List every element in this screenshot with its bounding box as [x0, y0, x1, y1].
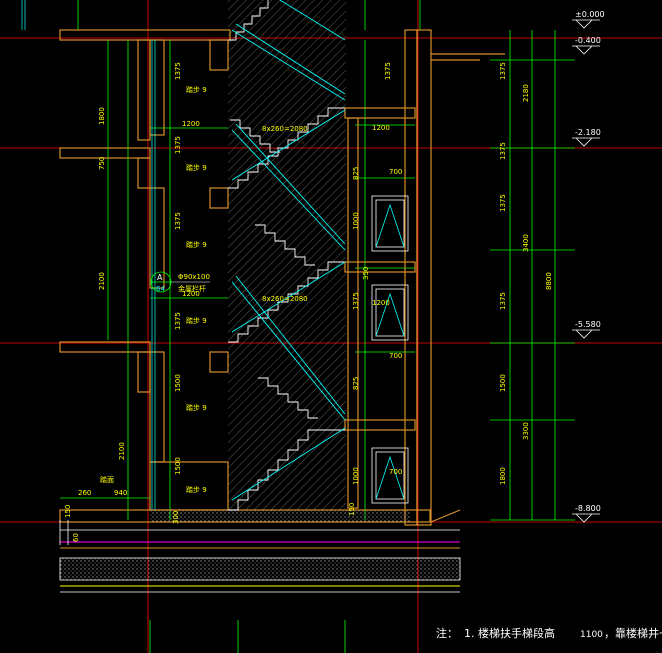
bottom-dim-5: 60: [72, 533, 80, 542]
right-dim-c1-1: 1375: [499, 142, 507, 160]
axis-grid-lines: [147, 0, 419, 653]
landing-w3: 1200: [182, 290, 200, 298]
left-dim-c-2: 1000: [352, 212, 360, 230]
bottom-dim-3: 踏面: [100, 475, 114, 484]
window-dim-1: 700: [389, 168, 402, 176]
left-dim-b-3: 2100: [118, 442, 126, 460]
stair-note-6: 踏步 9: [186, 485, 207, 494]
left-cyan-lines: [21, 0, 156, 510]
level-2: -0.400: [575, 36, 601, 45]
level-4: -5.580: [575, 320, 601, 329]
left-dim-a-4: 1500: [174, 457, 182, 475]
stair-note-2: 踏步 9: [186, 163, 207, 172]
left-dim-c-0: 1375: [384, 62, 392, 80]
left-dim-a-0: 1375: [174, 62, 182, 80]
stair-note-5: 踏步 9: [186, 403, 207, 412]
level-5: -8.800: [575, 504, 601, 513]
note-value: 1100: [580, 630, 603, 640]
callout-number: 64: [156, 285, 165, 293]
bottom-dim-7: 150: [348, 503, 356, 516]
note-rest: ，靠楼梯井一: [604, 626, 662, 640]
left-dim-a-5: 1375: [174, 312, 182, 330]
note-prefix: 注：: [436, 626, 458, 640]
windows: [371, 195, 409, 504]
window-dim-2: 700: [389, 352, 402, 360]
left-dim-a-1: 1375: [174, 136, 182, 154]
level-markers: [572, 19, 600, 523]
stair-note-4: 踏步 9: [186, 316, 207, 325]
bottom-dim-2: 940: [114, 489, 127, 497]
left-dim-c-3: 350: [362, 267, 370, 280]
callout-label: 金属栏杆: [178, 284, 206, 293]
left-dim-a-2: 1375: [174, 212, 182, 230]
left-dim-c-4: 1375: [352, 292, 360, 310]
detail-callout: A 64 Φ90x100 金属栏杆: [150, 271, 210, 293]
bottom-dim-4: 150: [64, 505, 72, 518]
left-dim-b-1: 750: [98, 157, 106, 170]
left-dim-c-6: 1000: [352, 467, 360, 485]
note-item: 1. 楼梯扶手梯段高: [464, 626, 555, 640]
callout-size: Φ90x100: [178, 273, 210, 281]
left-dim-c-1: 825: [352, 167, 360, 180]
landing-w4: 1200: [372, 299, 390, 307]
stair-flights: [228, 0, 345, 511]
right-dim-c2-1: 3400: [522, 234, 530, 252]
stair-well-hatch: [228, 0, 346, 510]
right-dim-c1-4: 1800: [499, 467, 507, 485]
level-1: ±0.000: [575, 10, 605, 19]
right-dim-c1-extra: 1500: [499, 374, 507, 392]
window-dim-3: 700: [389, 468, 402, 476]
landing-w1: 1200: [182, 120, 200, 128]
right-dim-c2-2: 3300: [522, 422, 530, 440]
right-dim-c1-3: 1375: [499, 292, 507, 310]
bottom-dim-6: 300: [172, 511, 180, 524]
stair-note-1: 踏步 9: [186, 85, 207, 94]
left-dim-b-2: 2100: [98, 272, 106, 290]
foundation-layers: [59, 510, 461, 593]
left-dim-c-5: 825: [352, 377, 360, 390]
landing-w2: 1200: [372, 124, 390, 132]
right-dim-c2-0: 2180: [522, 84, 530, 102]
handrails: [231, 0, 346, 501]
right-dim-c3: 8800: [545, 272, 553, 290]
flight-note-2: 8x260=2080: [262, 295, 308, 303]
stair-note-3: 踏步 9: [186, 240, 207, 249]
callout-letter: A: [157, 273, 163, 282]
level-3: -2.180: [575, 128, 601, 137]
flight-note-1: 8x260=2080: [262, 125, 308, 133]
left-dim-b-0: 1800: [98, 107, 106, 125]
bottom-dim-1: 260: [78, 489, 91, 497]
right-dim-c1-0: 1375: [499, 62, 507, 80]
right-dim-c1-2: 1375: [499, 194, 507, 212]
left-dim-a-3: 1500: [174, 374, 182, 392]
